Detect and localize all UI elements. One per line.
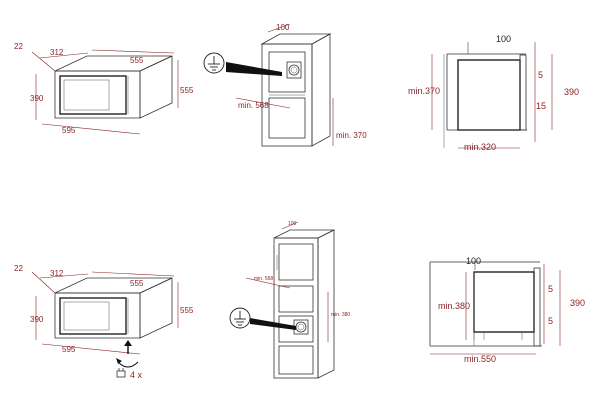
dim-min-380: min.380 [438, 301, 470, 311]
dim-595: 595 [62, 345, 76, 354]
dim-22: 22 [14, 264, 23, 273]
bottom-cabinet: 100 min. 568 min. 380 [229, 221, 350, 379]
dim-15: 15 [536, 101, 546, 111]
dim-555-side: 555 [180, 306, 194, 315]
dim-100: 100 [496, 34, 511, 44]
top-side-section: 100 5 15 390 min.370 min.320 [408, 34, 579, 152]
dim-390: 390 [570, 298, 585, 308]
dim-555-top: 555 [130, 56, 144, 65]
dim-5-bottom: 5 [548, 316, 553, 326]
dim-595: 595 [62, 126, 76, 135]
dim-min-370: min.370 [408, 86, 440, 96]
dim-555-top: 555 [130, 279, 144, 288]
dim-555-side: 555 [180, 86, 194, 95]
dim-100: 100 [288, 221, 297, 227]
screw-icon [116, 368, 126, 378]
rotate-arrow-icon [116, 340, 139, 368]
screw-count: 4 x [130, 370, 143, 380]
dim-min-568: min. 568 [238, 101, 269, 110]
dim-312: 312 [50, 269, 64, 278]
dim-100: 100 [276, 23, 290, 32]
dim-22: 22 [14, 42, 23, 51]
dim-min-550: min.550 [464, 354, 496, 364]
dim-390: 390 [30, 315, 44, 324]
dim-100: 100 [466, 256, 481, 266]
dim-5: 5 [538, 70, 543, 80]
bottom-oven-iso: 22 312 555 390 555 595 4 x [14, 264, 194, 380]
dim-390: 390 [564, 87, 579, 97]
bottom-side-section: 100 5 5 390 min.380 min.550 [429, 256, 585, 364]
ground-symbol [229, 307, 251, 329]
top-cabinet: 100 min. 568 min. 370 [203, 23, 367, 147]
dim-5-top: 5 [548, 284, 553, 294]
ground-symbol [203, 52, 225, 74]
dim-min-320: min.320 [464, 142, 496, 152]
top-oven-iso: 22 312 555 390 555 595 [14, 42, 194, 135]
dim-min-370: min. 370 [336, 131, 367, 140]
dim-min-380: min. 380 [331, 312, 350, 318]
dim-312: 312 [50, 48, 64, 57]
dim-390: 390 [30, 94, 44, 103]
dim-min-568: min. 568 [254, 276, 273, 282]
